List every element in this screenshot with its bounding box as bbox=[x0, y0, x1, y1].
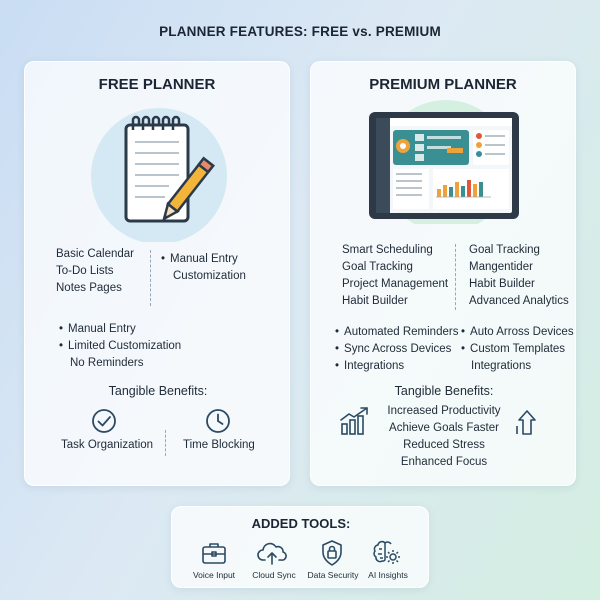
list-item: Reduced Stress bbox=[403, 439, 485, 451]
list-item: No Reminders bbox=[70, 357, 144, 369]
list-item: Achieve Goals Faster bbox=[389, 422, 499, 434]
list-item: Notes Pages bbox=[56, 282, 122, 294]
tool-label-voice-input: Voice Input bbox=[192, 570, 236, 580]
list-item: Habit Builder bbox=[342, 295, 408, 307]
notepad-icon bbox=[91, 108, 227, 242]
page-title: PLANNER FEATURES: FREE vs. PREMIUM bbox=[159, 24, 441, 39]
cloud-sync-icon bbox=[257, 542, 287, 565]
arrow-up-icon bbox=[516, 410, 536, 435]
list-item: Sync Across Devices bbox=[335, 341, 458, 358]
check-circle-icon bbox=[92, 409, 116, 433]
tool-label-data-security: Data Security bbox=[307, 570, 359, 580]
added-tools-card: ADDED TOOLS: Voice Input Cloud S bbox=[171, 506, 429, 588]
added-tools-title: ADDED TOOLS: bbox=[251, 516, 351, 531]
briefcase-icon bbox=[202, 543, 226, 564]
premium-benefits-title: Tangible Benefits: bbox=[394, 384, 494, 398]
benefit-label: Task Organization bbox=[61, 439, 154, 451]
list-item: Habit Builder bbox=[469, 278, 535, 290]
divider bbox=[455, 244, 456, 310]
list-item: Increased Productivity bbox=[387, 405, 501, 417]
list-item: To-Do Lists bbox=[56, 265, 114, 277]
list-item: Manual Entry bbox=[59, 321, 181, 338]
list-item: Enhanced Focus bbox=[400, 456, 488, 468]
list-item: Automated Reminders bbox=[335, 324, 458, 341]
tablet-dashboard-icon bbox=[369, 100, 519, 224]
list-item: Goal Tracking bbox=[469, 244, 540, 256]
free-planner-title: FREE PLANNER bbox=[98, 76, 216, 93]
premium-planner-card: PREMIUM PLANNER bbox=[310, 61, 576, 486]
list-item: Integrations bbox=[471, 360, 532, 372]
tool-label-ai-insights: AI Insights bbox=[368, 570, 408, 580]
list-item: Customization bbox=[173, 270, 246, 282]
brain-gear-icon bbox=[373, 540, 400, 564]
premium-benefits-list: Increased Productivity Achieve Goals Fas… bbox=[311, 403, 577, 471]
premium-feature-col2: Goal Tracking Mangentider Habit Builder … bbox=[469, 242, 569, 310]
list-item: Auto Arross Devices bbox=[461, 324, 574, 341]
premium-planner-title: PREMIUM PLANNER bbox=[369, 76, 517, 93]
free-feature-col1: Basic Calendar To-Do Lists Notes Pages bbox=[56, 246, 134, 297]
list-item: Custom Templates bbox=[461, 341, 574, 358]
divider bbox=[165, 430, 166, 456]
premium-bullets-left: Automated Reminders Sync Across Devices … bbox=[335, 324, 458, 375]
free-benefits-title: Tangible Benefits: bbox=[108, 384, 208, 398]
free-bullets: Manual Entry Limited Customization No Re… bbox=[59, 321, 181, 372]
list-item: Project Management bbox=[342, 278, 449, 290]
premium-bullets-right: Auto Arross Devices Custom Templates Int… bbox=[461, 324, 574, 375]
list-item: Smart Scheduling bbox=[342, 244, 433, 256]
list-item: Basic Calendar bbox=[56, 248, 134, 260]
list-item: Manual Entry bbox=[161, 251, 246, 268]
free-planner-card: FREE PLANNER Basic Calendar bbox=[24, 61, 290, 486]
free-feature-col2: Manual Entry Customization bbox=[161, 251, 246, 285]
list-item: Advanced Analytics bbox=[469, 295, 569, 307]
growth-chart-icon bbox=[340, 407, 368, 435]
lock-shield-icon bbox=[322, 540, 342, 566]
list-item: Goal Tracking bbox=[342, 261, 413, 273]
tool-label-cloud-sync: Cloud Sync bbox=[252, 570, 296, 580]
divider bbox=[150, 250, 151, 306]
list-item: Mangentider bbox=[469, 261, 533, 273]
list-item: Integrations bbox=[335, 358, 458, 375]
premium-feature-col1: Smart Scheduling Goal Tracking Project M… bbox=[342, 242, 448, 310]
clock-icon bbox=[206, 409, 230, 433]
benefit-label: Time Blocking bbox=[183, 439, 255, 451]
list-item: Limited Customization bbox=[59, 338, 181, 355]
